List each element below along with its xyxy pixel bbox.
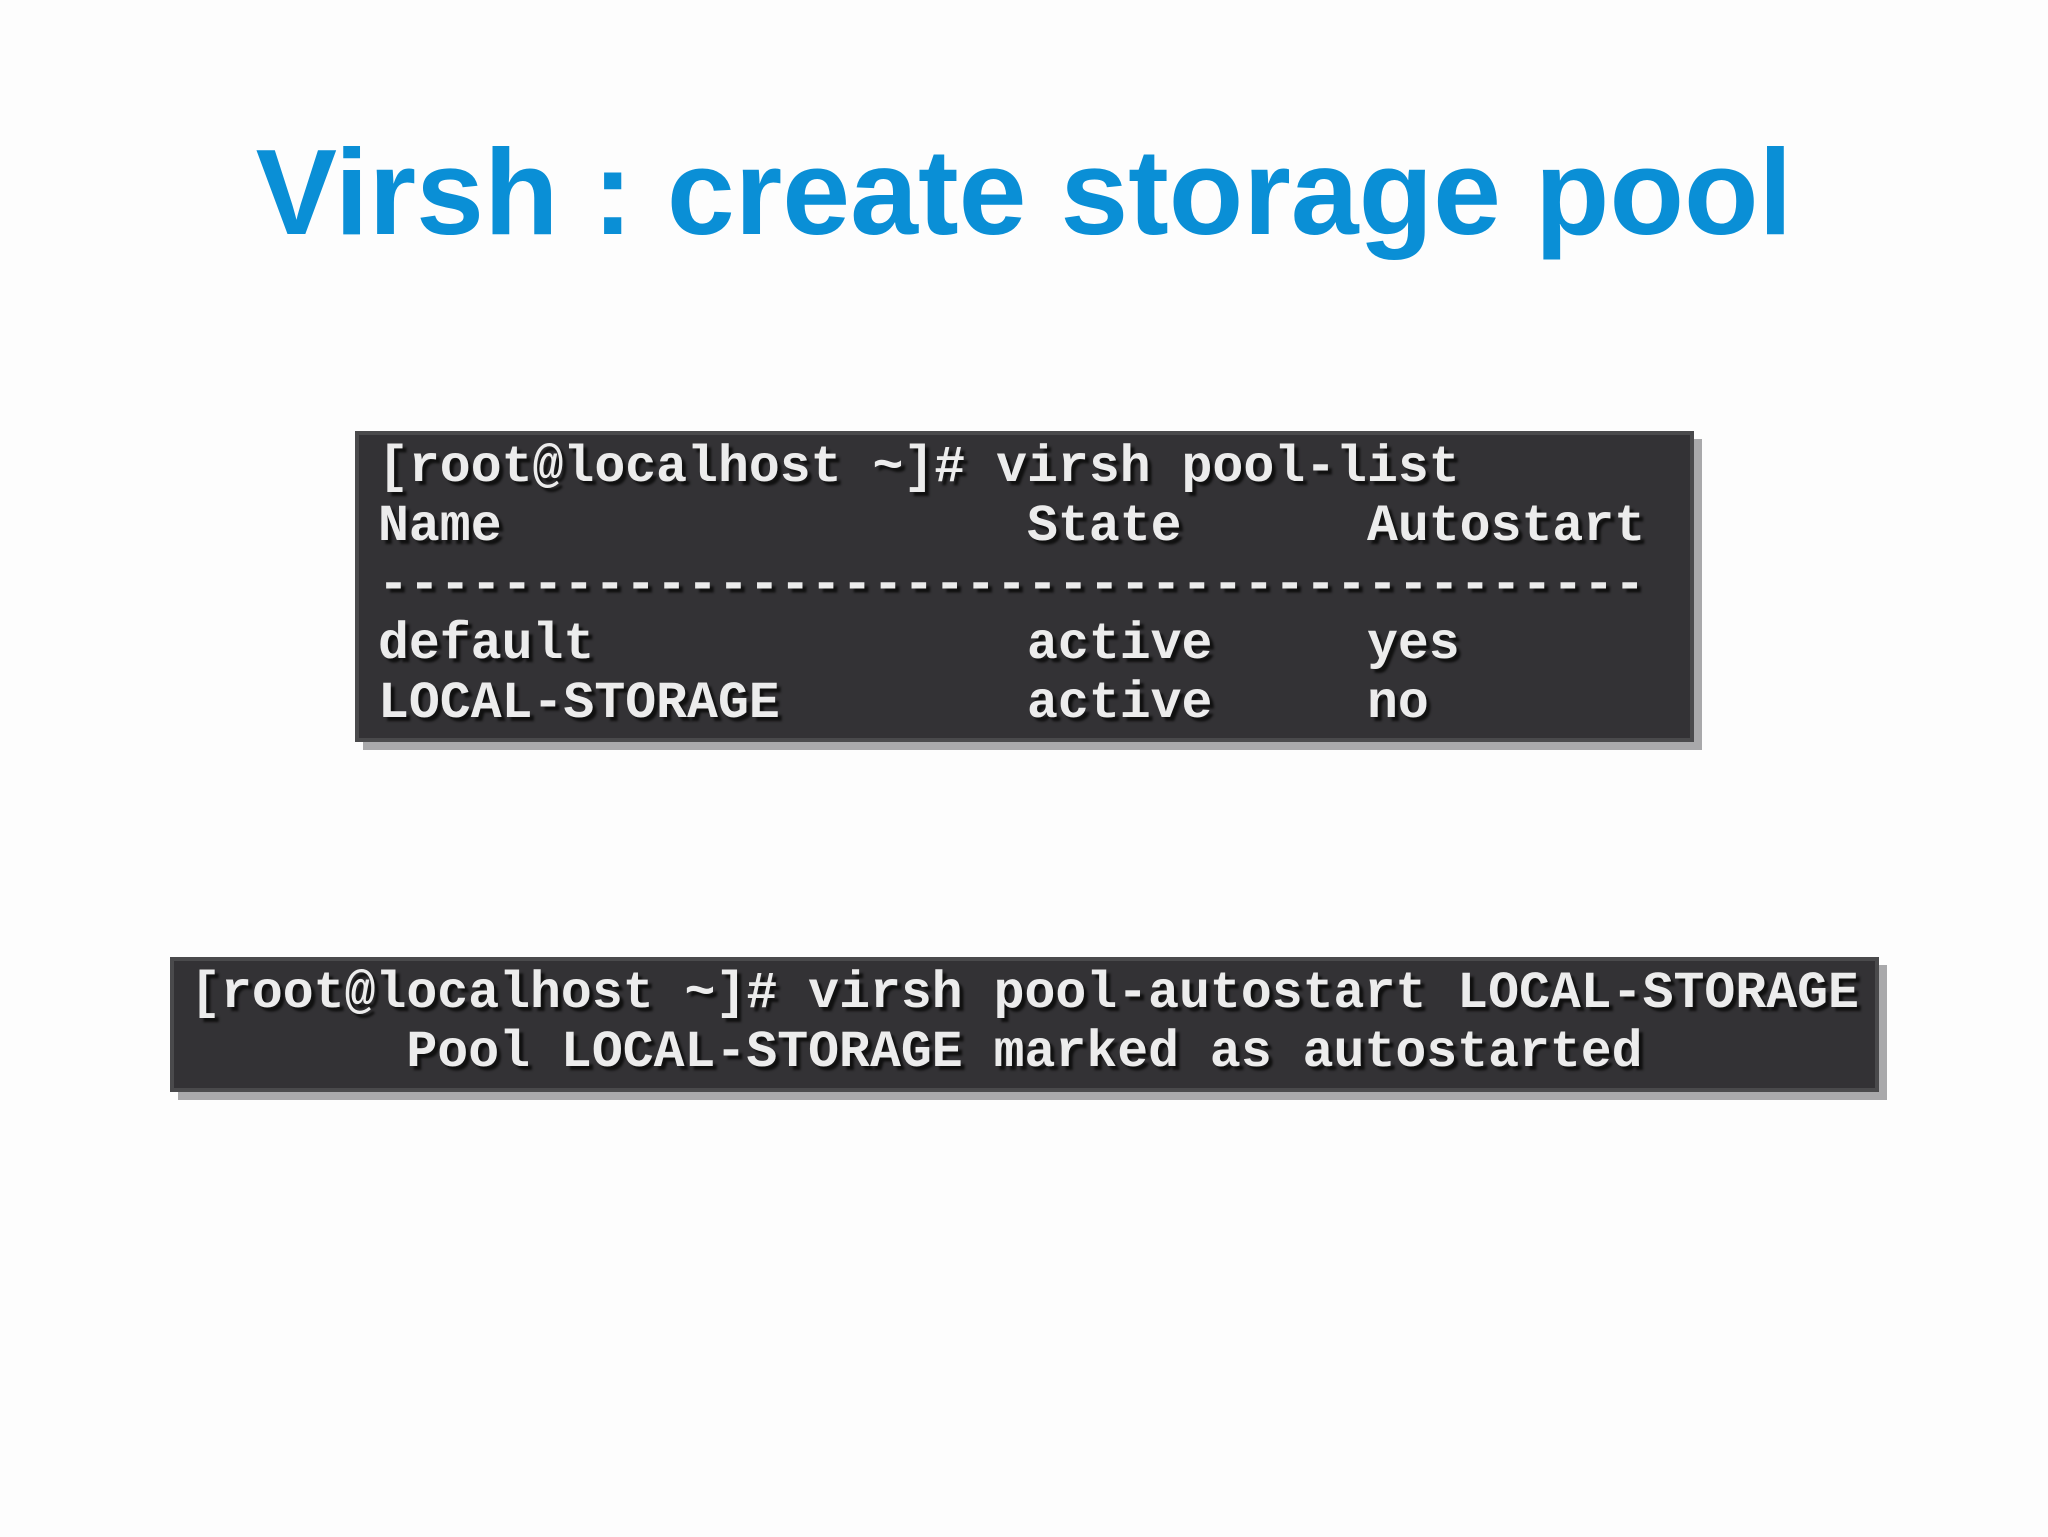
command-line: [root@localhost ~]# virsh pool-list — [378, 439, 1460, 497]
table-row: default active yes — [378, 616, 1460, 674]
table-row: LOCAL-STORAGE active no — [378, 675, 1429, 733]
terminal-pool-autostart: [root@localhost ~]# virsh pool-autostart… — [170, 957, 1879, 1092]
table-separator: ----------------------------------------… — [378, 557, 1646, 615]
output-line: Pool LOCAL-STORAGE marked as autostarted — [406, 1024, 1643, 1082]
command-line: [root@localhost ~]# virsh pool-autostart… — [190, 965, 1859, 1023]
table-header: Name State Autostart — [378, 498, 1646, 556]
slide-title: Virsh : create storage pool — [255, 124, 1793, 260]
